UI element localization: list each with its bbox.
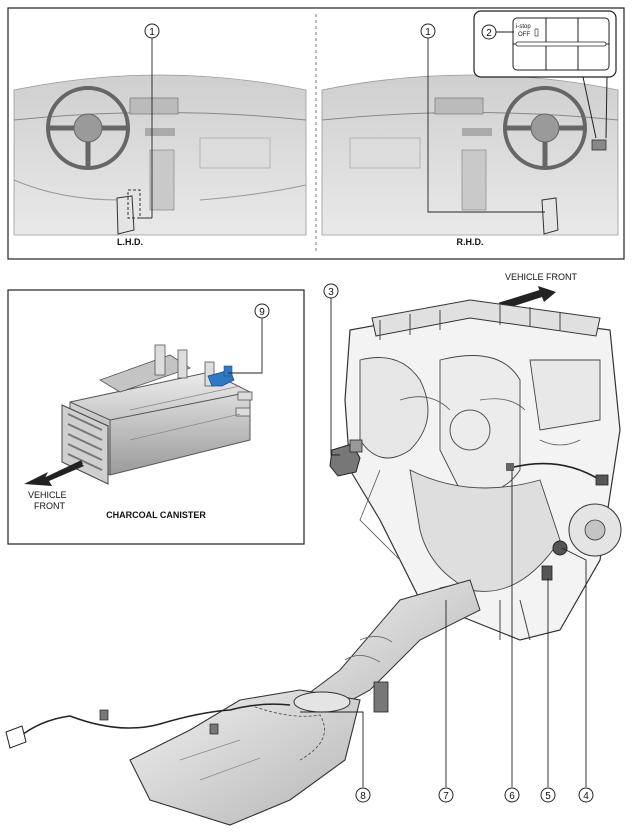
callout-5: 5 xyxy=(540,787,556,803)
leader-8 xyxy=(300,711,364,787)
purge-solenoid-highlight xyxy=(207,365,235,387)
callout-7: 7 xyxy=(438,787,454,803)
leader-3 xyxy=(330,298,340,456)
rear-sensor-harness xyxy=(5,703,291,749)
front-label-canister: FRONT xyxy=(34,501,65,511)
svg-text:3: 3 xyxy=(328,287,334,298)
rhd-label: R.H.D. xyxy=(457,237,484,247)
engine-illustration xyxy=(344,299,622,641)
component-3 xyxy=(329,439,363,477)
svg-text:1: 1 xyxy=(149,27,155,38)
callout-3: 3 xyxy=(323,283,339,299)
callout-9: 9 xyxy=(254,303,270,319)
top-panel: 1 L.H.D. 1 R.H.D. xyxy=(7,7,625,260)
lhd-fuse-block xyxy=(116,189,141,235)
lhd-dashboard-illustration xyxy=(13,74,307,236)
callout-1-lhd: 1 xyxy=(144,23,160,39)
vehicle-label-canister: VEHICLE xyxy=(28,490,67,500)
component-5 xyxy=(541,565,553,581)
svg-text:6: 6 xyxy=(509,791,515,802)
switch-text-istop: i-stop xyxy=(516,24,531,30)
vehicle-front-arrow-canister xyxy=(24,460,84,486)
callout-8: 8 xyxy=(355,787,371,803)
front-sensor-harness xyxy=(506,462,609,486)
component-4 xyxy=(552,540,568,556)
svg-text:5: 5 xyxy=(545,791,551,802)
lhd-label: L.H.D. xyxy=(117,237,143,247)
callout-4: 4 xyxy=(578,787,594,803)
svg-text:9: 9 xyxy=(259,307,265,318)
charcoal-canister-caption: CHARCOAL CANISTER xyxy=(106,510,206,520)
leader-4 xyxy=(561,547,587,787)
callout-6: 6 xyxy=(504,787,520,803)
catalytic-converter xyxy=(129,681,389,826)
canister-panel: 9 VEHICLE FRONT CHARCOAL CANISTER xyxy=(7,289,305,545)
svg-text:7: 7 xyxy=(443,791,449,802)
charcoal-canister-illustration xyxy=(61,344,253,485)
leader-9 xyxy=(228,318,263,374)
switch-text-off: OFF xyxy=(518,32,530,38)
rhd-fuse-block xyxy=(541,197,559,235)
switch-inset: i-stop OFF 2 xyxy=(473,10,617,139)
svg-text:8: 8 xyxy=(360,791,366,802)
callout-2: 2 xyxy=(486,28,492,39)
vehicle-front-arrow-engine xyxy=(498,286,556,310)
leader-1-rhd xyxy=(427,38,545,213)
callout-2-circle xyxy=(481,24,497,40)
rhd-dashboard-illustration xyxy=(321,74,619,236)
vehicle-front-label-engine: VEHICLE FRONT xyxy=(505,272,578,282)
svg-text:1: 1 xyxy=(425,27,431,38)
callout-1-rhd: 1 xyxy=(420,23,436,39)
svg-text:4: 4 xyxy=(583,791,589,802)
